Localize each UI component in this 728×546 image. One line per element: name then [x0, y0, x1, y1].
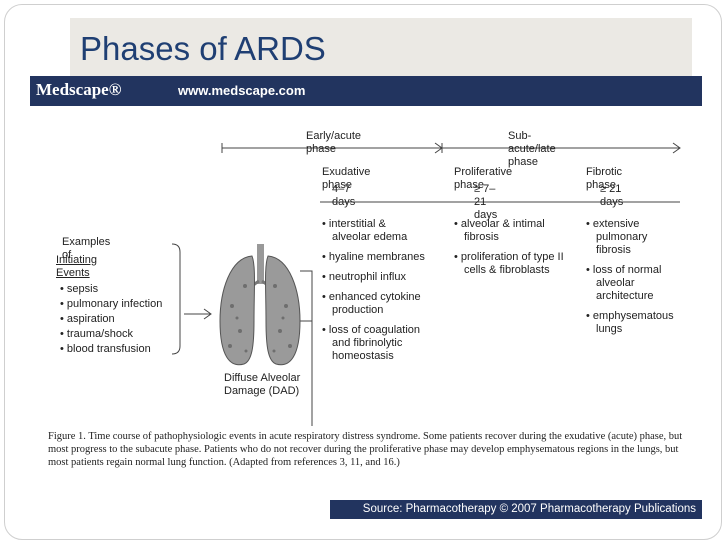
- exudative-features: interstitial & alveolar edema hyaline me…: [322, 218, 427, 370]
- list-item: loss of normal alveolar architecture: [586, 264, 684, 303]
- proliferative-phase-duration: ≥ 7–21 days: [474, 183, 498, 221]
- list-item: sepsis: [60, 283, 180, 296]
- lungs-illustration: [219, 244, 301, 366]
- exudative-phase-duration: 4–7 days: [332, 183, 356, 208]
- slide-frame: [4, 4, 722, 540]
- late-phase-arrowhead: [672, 142, 681, 154]
- list-item: neutrophil influx: [322, 271, 427, 284]
- initiating-arrowhead: [203, 308, 212, 320]
- slide-title: Phases of ARDS: [80, 30, 326, 67]
- list-item: enhanced cytokine production: [322, 291, 427, 317]
- medscape-url: www.medscape.com: [178, 83, 306, 98]
- figure-caption: Figure 1. Time course of pathophysiologi…: [48, 431, 683, 468]
- fibrotic-phase-name: Fibrotic phase: [586, 166, 623, 191]
- list-item: aspiration: [60, 313, 180, 326]
- source-bar: Source: Pharmacotherapy © 2007 Pharmacot…: [330, 500, 702, 519]
- initiating-heading-line1: Examples of: [62, 236, 111, 261]
- list-item: proliferation of type II cells & fibrobl…: [454, 251, 564, 277]
- initiating-heading-line2: Initiating Events: [56, 254, 97, 279]
- fibrotic-features: extensive pulmonary fibrosis loss of nor…: [586, 218, 684, 343]
- list-item: extensive pulmonary fibrosis: [586, 218, 684, 257]
- exudative-bracket: [300, 270, 313, 426]
- late-phase-label: Sub-acute/late phase: [508, 130, 556, 168]
- list-item: trauma/shock: [60, 328, 180, 341]
- proliferative-features: alveolar & intimal fibrosis proliferatio…: [454, 218, 564, 284]
- list-item: interstitial & alveolar edema: [322, 218, 427, 244]
- list-item: emphysematous lungs: [586, 310, 684, 336]
- list-item: alveolar & intimal fibrosis: [454, 218, 564, 244]
- exudative-phase-name: Exudative phase: [322, 166, 371, 191]
- list-item: blood transfusion: [60, 343, 180, 356]
- lung-label: Diffuse Alveolar Damage (DAD): [224, 372, 301, 397]
- list-item: pulmonary infection: [60, 298, 180, 311]
- fibrotic-phase-duration: ≥ 21 days: [600, 183, 624, 208]
- medscape-header: Medscape® www.medscape.com: [30, 76, 702, 106]
- early-phase-label: Early/acute phase: [306, 130, 362, 155]
- medscape-logo: Medscape®: [36, 80, 122, 99]
- list-item: hyaline membranes: [322, 251, 427, 264]
- title-bar: Phases of ARDS: [70, 18, 692, 76]
- figure-image: Medscape® www.medscape.com: [30, 76, 702, 521]
- list-item: loss of coagulation and fibrinolytic hom…: [322, 324, 427, 363]
- initiating-events-list: sepsis pulmonary infection aspiration tr…: [60, 283, 180, 358]
- proliferative-phase-name: Proliferative phase: [454, 166, 513, 191]
- diagram-lines: [171, 142, 681, 426]
